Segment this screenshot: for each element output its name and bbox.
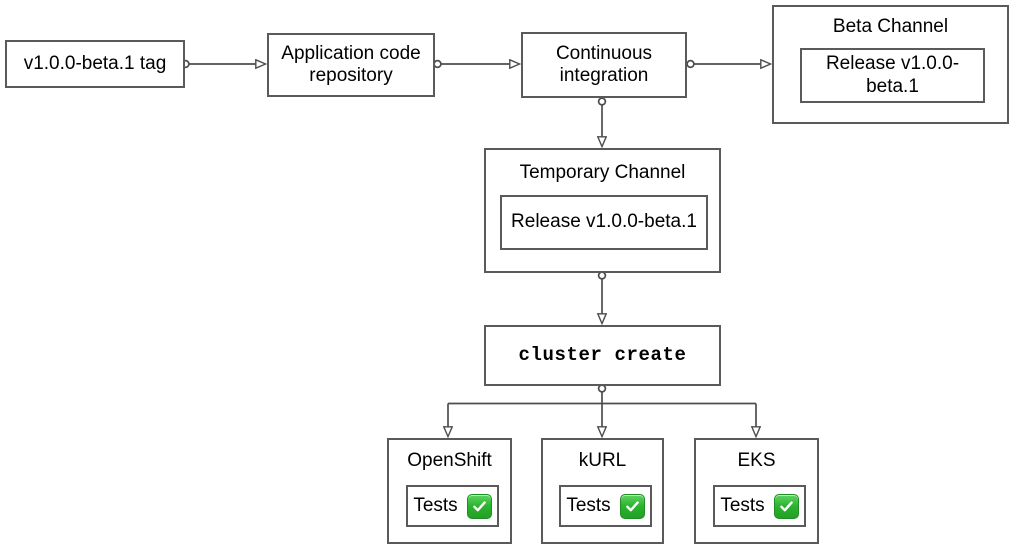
group-openshift-title: OpenShift xyxy=(407,450,492,471)
node-repo-label-line1: Application code xyxy=(281,42,421,64)
node-repo-label-line2: repository xyxy=(309,65,393,86)
eks-tests-row: Tests xyxy=(720,493,799,519)
group-openshift[interactable]: OpenShift Tests xyxy=(387,438,512,544)
group-beta-channel[interactable]: Beta Channel Release v1.0.0-beta.1 xyxy=(772,5,1009,124)
group-temporary-channel[interactable]: Temporary Channel Release v1.0.0-beta.1 xyxy=(484,148,721,273)
check-mark-button-icon xyxy=(773,493,799,519)
node-ci-label-line1: Continuous xyxy=(555,42,653,64)
kurl-tests-box[interactable]: Tests xyxy=(559,485,652,527)
beta-channel-release-label: Release v1.0.0-beta.1 xyxy=(825,53,960,97)
group-beta-channel-title: Beta Channel xyxy=(832,16,949,37)
check-mark-button-icon xyxy=(466,493,492,519)
beta-channel-release-box[interactable]: Release v1.0.0-beta.1 xyxy=(800,48,985,103)
node-ci-label: Continuous integration xyxy=(556,43,652,88)
node-tag-label: v1.0.0-beta.1 tag xyxy=(23,52,167,74)
node-cluster-create[interactable]: cluster create xyxy=(484,325,721,386)
temporary-channel-release-label: Release v1.0.0-beta.1 xyxy=(511,211,697,233)
group-kurl[interactable]: kURL Tests xyxy=(541,438,664,544)
node-continuous-integration[interactable]: Continuous integration xyxy=(521,32,687,98)
eks-tests-label: Tests xyxy=(720,494,765,516)
openshift-tests-box[interactable]: Tests xyxy=(406,485,499,527)
temporary-channel-release-box[interactable]: Release v1.0.0-beta.1 xyxy=(500,195,708,250)
group-temporary-channel-title: Temporary Channel xyxy=(519,162,686,183)
openshift-tests-label: Tests xyxy=(413,494,458,516)
kurl-tests-row: Tests xyxy=(566,493,645,519)
check-mark-button-icon xyxy=(619,493,645,519)
node-cluster-create-label: cluster create xyxy=(518,344,687,367)
node-tag[interactable]: v1.0.0-beta.1 tag xyxy=(5,40,185,88)
node-ci-label-line2: integration xyxy=(559,65,649,86)
node-application-code-repository[interactable]: Application code repository xyxy=(267,33,435,97)
group-eks[interactable]: EKS Tests xyxy=(694,438,819,544)
openshift-tests-row: Tests xyxy=(413,493,492,519)
kurl-tests-label: Tests xyxy=(566,494,611,516)
eks-tests-box[interactable]: Tests xyxy=(713,485,806,527)
group-kurl-title: kURL xyxy=(578,450,627,471)
group-eks-title: EKS xyxy=(737,450,776,471)
node-repo-label: Application code repository xyxy=(281,43,420,88)
